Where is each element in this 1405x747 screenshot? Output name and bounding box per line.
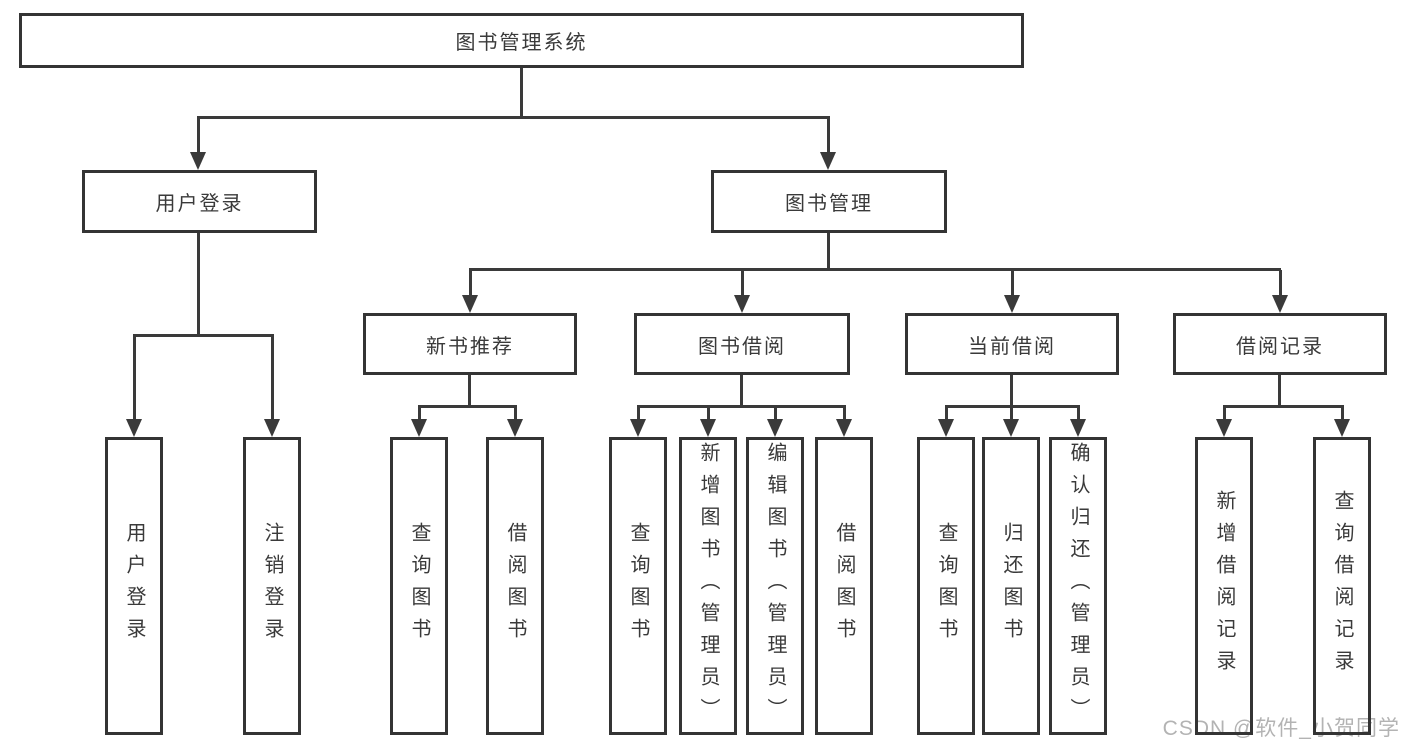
arrow-head bbox=[1334, 419, 1350, 437]
node-book-borrow-label: 图书借阅 bbox=[698, 335, 786, 358]
leaf-query-books-1: 查询图书 bbox=[390, 437, 448, 735]
arrow-head bbox=[767, 419, 783, 437]
connector-line bbox=[945, 405, 1080, 408]
connector-line bbox=[418, 407, 421, 419]
node-root-label: 图书管理系统 bbox=[455, 32, 588, 54]
connector-line bbox=[418, 405, 517, 408]
connector-line bbox=[1223, 407, 1226, 419]
connector-line bbox=[197, 116, 830, 119]
leaf-query-books-2: 查询图书 bbox=[609, 437, 667, 735]
connector-line bbox=[468, 375, 471, 407]
leaf-add-borrow-record: 新增借阅记录 bbox=[1195, 437, 1253, 735]
arrow-head bbox=[264, 419, 280, 437]
leaf-logout: 注销登录 bbox=[243, 437, 301, 735]
connector-line bbox=[827, 117, 830, 153]
connector-line bbox=[1010, 407, 1013, 419]
connector-line bbox=[637, 405, 846, 408]
connector-line bbox=[520, 67, 523, 118]
connector-line bbox=[843, 407, 846, 419]
arrow-head bbox=[1216, 419, 1232, 437]
arrow-head bbox=[411, 419, 427, 437]
arrow-head bbox=[938, 419, 954, 437]
leaf-user-login: 用户登录 bbox=[105, 437, 163, 735]
connector-line bbox=[133, 334, 274, 337]
node-book-mgmt: 图书管理 bbox=[711, 170, 947, 233]
node-borrow-records: 借阅记录 bbox=[1173, 313, 1387, 375]
connector-line bbox=[741, 270, 744, 297]
leaf-add-book-admin: 新增图书（管理员） bbox=[679, 437, 737, 735]
node-borrow-records-label: 借阅记录 bbox=[1236, 335, 1324, 358]
leaf-query-books-3: 查询图书 bbox=[917, 437, 975, 735]
connector-line bbox=[637, 407, 640, 419]
arrow-head bbox=[1272, 295, 1288, 313]
connector-line bbox=[945, 407, 948, 419]
connector-line bbox=[1077, 407, 1080, 419]
connector-line bbox=[1223, 405, 1344, 408]
arrow-head bbox=[462, 295, 478, 313]
connector-line bbox=[707, 407, 710, 419]
leaf-borrow-books-1: 借阅图书 bbox=[486, 437, 544, 735]
node-root: 图书管理系统 bbox=[19, 13, 1024, 68]
arrow-head bbox=[1070, 419, 1086, 437]
node-new-books: 新书推荐 bbox=[363, 313, 577, 375]
leaf-edit-book-admin: 编辑图书（管理员） bbox=[746, 437, 804, 735]
connector-line bbox=[827, 233, 830, 270]
connector-line bbox=[469, 268, 1281, 271]
arrow-head bbox=[190, 152, 206, 170]
arrow-head bbox=[630, 419, 646, 437]
leaf-confirm-return-admin: 确认归还（管理员） bbox=[1049, 437, 1107, 735]
arrow-head bbox=[126, 419, 142, 437]
node-current-borrow-label: 当前借阅 bbox=[968, 335, 1056, 358]
connector-line bbox=[197, 117, 200, 153]
arrow-head bbox=[507, 419, 523, 437]
node-new-books-label: 新书推荐 bbox=[426, 335, 514, 358]
leaf-return-books: 归还图书 bbox=[982, 437, 1040, 735]
arrow-head bbox=[1004, 295, 1020, 313]
arrow-head bbox=[820, 152, 836, 170]
arrow-head bbox=[700, 419, 716, 437]
connector-line bbox=[197, 233, 200, 336]
connector-line bbox=[1278, 375, 1281, 407]
node-current-borrow: 当前借阅 bbox=[905, 313, 1119, 375]
node-book-mgmt-label: 图书管理 bbox=[785, 193, 873, 215]
connector-line bbox=[1011, 270, 1014, 297]
connector-line bbox=[740, 375, 743, 407]
connector-line bbox=[514, 407, 517, 419]
arrow-head bbox=[734, 295, 750, 313]
arrow-head bbox=[1003, 419, 1019, 437]
leaf-borrow-books-2: 借阅图书 bbox=[815, 437, 873, 735]
node-user-login: 用户登录 bbox=[82, 170, 317, 233]
connector-line bbox=[133, 335, 136, 419]
connector-line bbox=[1010, 375, 1013, 407]
connector-line bbox=[1279, 270, 1282, 297]
node-user-login-label: 用户登录 bbox=[155, 193, 244, 215]
connector-line bbox=[1341, 407, 1344, 419]
connector-line bbox=[271, 335, 274, 419]
arrow-head bbox=[836, 419, 852, 437]
node-book-borrow: 图书借阅 bbox=[634, 313, 850, 375]
leaf-query-borrow-record: 查询借阅记录 bbox=[1313, 437, 1371, 735]
connector-line bbox=[774, 407, 777, 419]
connector-line bbox=[469, 270, 472, 297]
